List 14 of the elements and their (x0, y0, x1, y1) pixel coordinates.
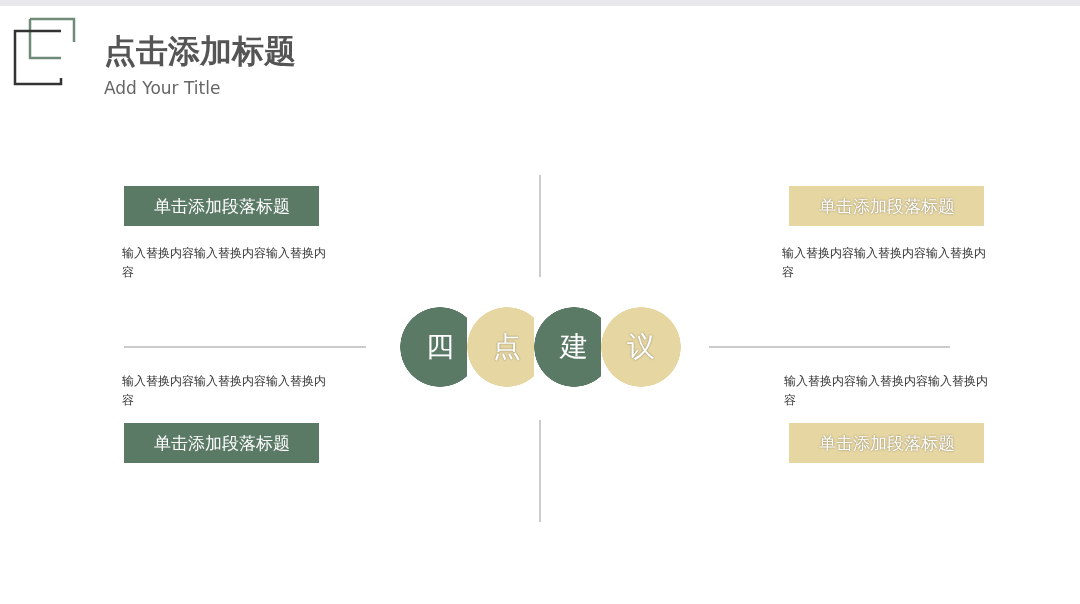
circle-badge: 点 (467, 307, 534, 387)
heading-bar: 单击添加段落标题 (789, 423, 984, 463)
circle-badge: 议 (601, 307, 681, 387)
body-text: 输入替换内容输入替换内容输入替换内容 (122, 373, 327, 409)
heading-bar: 单击添加段落标题 (789, 186, 984, 226)
body-text: 输入替换内容输入替换内容输入替换内容 (784, 373, 989, 409)
circle-badge: 建 (534, 307, 601, 387)
heading-bar: 单击添加段落标题 (124, 423, 319, 463)
body-text: 输入替换内容输入替换内容输入替换内容 (122, 245, 327, 281)
subtitle: Add Your Title (104, 78, 221, 98)
body-text: 输入替换内容输入替换内容输入替换内容 (782, 245, 987, 281)
circle-badge: 四 (400, 307, 467, 387)
title: 点击添加标题 (104, 31, 296, 72)
heading-bar: 单击添加段落标题 (124, 186, 319, 226)
